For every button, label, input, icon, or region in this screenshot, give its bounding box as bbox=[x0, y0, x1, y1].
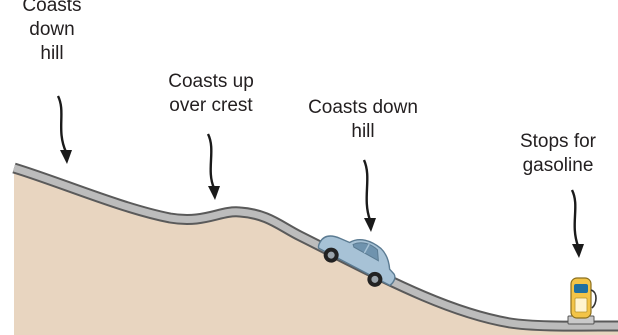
arrow-1 bbox=[58, 96, 66, 152]
arrowhead-3 bbox=[364, 218, 376, 232]
arrowhead-2 bbox=[208, 186, 220, 200]
arrowhead-1 bbox=[60, 150, 72, 164]
label-coasts-down-hill-2: Coasts down hill bbox=[288, 96, 438, 144]
arrowhead-4 bbox=[572, 244, 584, 258]
label-coasts-up-over-crest: Coasts up over crest bbox=[146, 70, 276, 118]
gas-pump-icon bbox=[568, 278, 596, 324]
arrow-4 bbox=[572, 190, 578, 246]
label-coasts-down-hill-1: Coasts down hill bbox=[12, 0, 92, 66]
ground bbox=[14, 168, 618, 335]
arrow-3 bbox=[364, 160, 370, 220]
arrow-2 bbox=[208, 134, 214, 188]
label-stops-for-gasoline: Stops for gasoline bbox=[508, 130, 608, 178]
